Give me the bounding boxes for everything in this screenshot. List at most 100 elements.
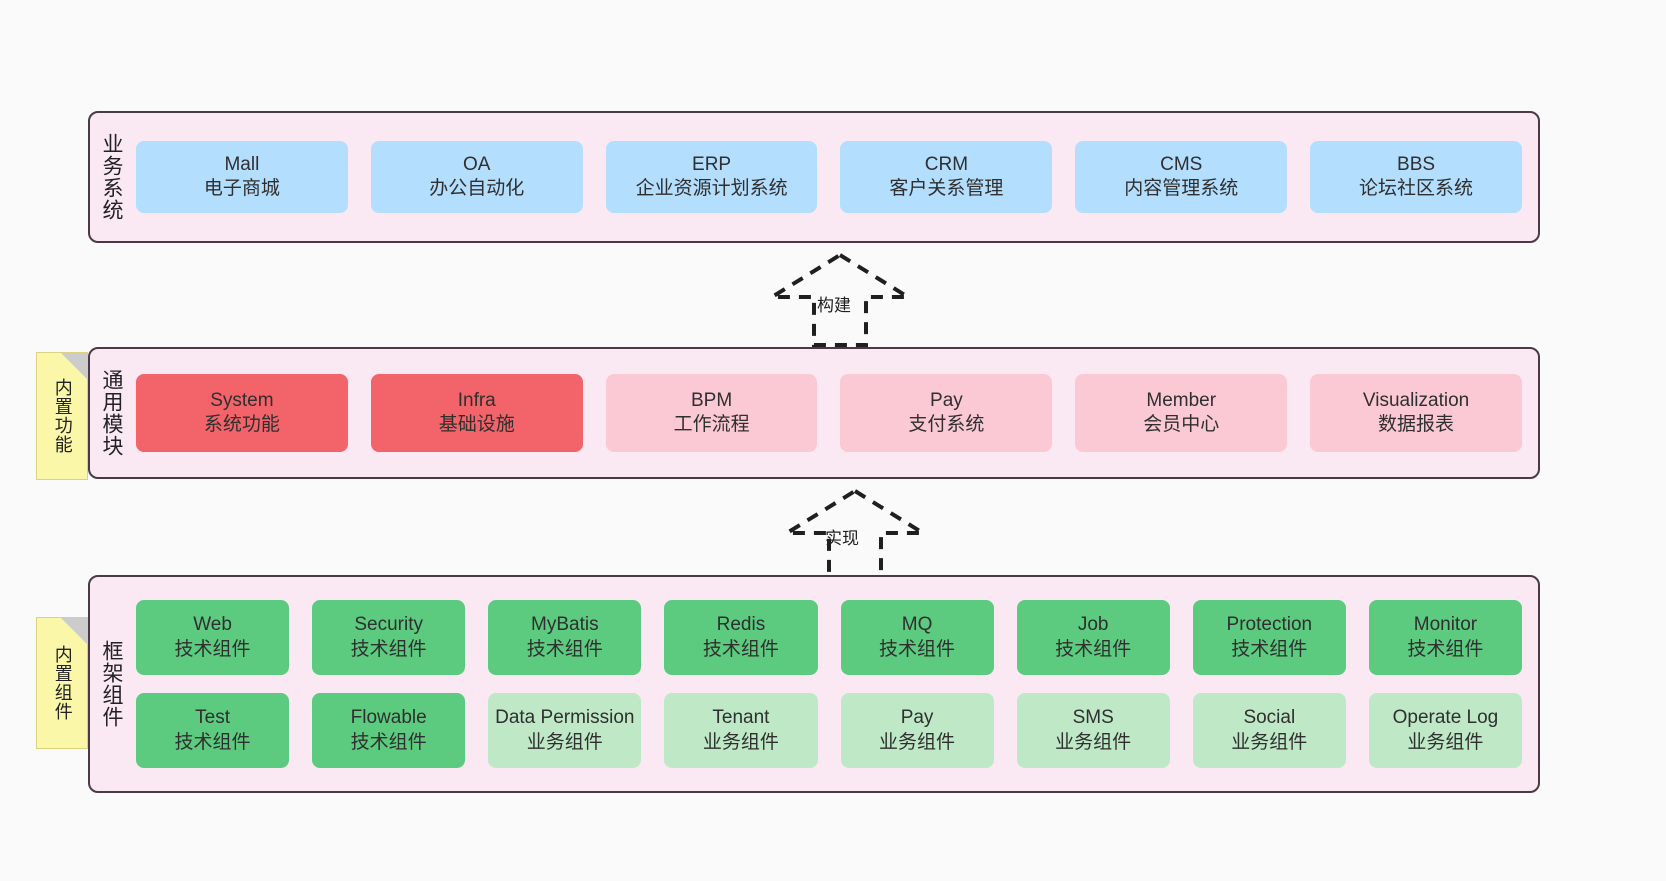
- card-web-sub: 技术组件: [174, 638, 251, 660]
- card-pay-module-sub: 支付系统: [908, 414, 985, 435]
- card-pay-component-title: Pay: [900, 707, 934, 729]
- card-system-title: System: [210, 389, 274, 411]
- card-visualization[interactable]: Visualization 数据报表: [1310, 374, 1522, 452]
- card-operate-log-sub: 业务组件: [1407, 731, 1484, 753]
- card-operate-log[interactable]: Operate Log 业务组件: [1368, 693, 1522, 768]
- business-card-row: Mall 电子商城 OA 办公自动化 ERP 企业资源计划系统 CRM 客户关系…: [136, 141, 1522, 213]
- card-test-sub: 技术组件: [174, 731, 251, 753]
- card-erp-title: ERP: [692, 153, 732, 175]
- card-bpm-title: BPM: [690, 389, 733, 411]
- card-mybatis[interactable]: MyBatis 技术组件: [488, 600, 642, 675]
- generalization-arrow-outline: [764, 252, 916, 347]
- card-security-sub: 技术组件: [350, 638, 427, 660]
- note-builtin-functions: 内置功能: [36, 352, 88, 480]
- card-member-title: Member: [1146, 389, 1217, 411]
- card-social-sub: 业务组件: [1231, 731, 1308, 753]
- card-infra-sub: 基础设施: [438, 414, 515, 435]
- card-social-title: Social: [1243, 707, 1296, 729]
- card-cms-sub: 内容管理系统: [1124, 178, 1239, 199]
- layer-framework-title: 框架组件: [99, 640, 123, 728]
- note-fold-corner-icon: [61, 353, 87, 379]
- card-tenant[interactable]: Tenant 业务组件: [664, 693, 818, 768]
- card-bbs-title: BBS: [1397, 153, 1436, 175]
- card-cms-title: CMS: [1160, 153, 1203, 175]
- card-tenant-sub: 业务组件: [702, 731, 779, 753]
- card-data-permission[interactable]: Data Permission 业务组件: [488, 693, 642, 768]
- note-fold-corner-icon: [61, 618, 87, 644]
- card-sms-sub: 业务组件: [1055, 731, 1132, 753]
- card-visualization-title: Visualization: [1362, 389, 1470, 411]
- card-erp-sub: 企业资源计划系统: [635, 178, 788, 199]
- card-system[interactable]: System 系统功能: [136, 374, 348, 452]
- framework-card-row-1: Web 技术组件 Security 技术组件 MyBatis 技术组件 Redi…: [136, 600, 1522, 675]
- card-infra[interactable]: Infra 基础设施: [370, 374, 583, 452]
- card-security[interactable]: Security 技术组件: [312, 600, 466, 675]
- card-mall-sub: 电子商城: [203, 178, 280, 199]
- card-mall[interactable]: Mall 电子商城: [136, 141, 348, 213]
- card-test-title: Test: [195, 707, 230, 729]
- card-test[interactable]: Test 技术组件: [136, 693, 290, 768]
- note-builtin-functions-label: 内置功能: [52, 378, 73, 454]
- card-cms[interactable]: CMS 内容管理系统: [1075, 141, 1288, 213]
- card-infra-title: Infra: [457, 389, 496, 411]
- card-social[interactable]: Social 业务组件: [1192, 693, 1346, 768]
- card-protection-sub: 技术组件: [1231, 638, 1308, 660]
- card-protection-title: Protection: [1226, 614, 1313, 636]
- card-web[interactable]: Web 技术组件: [136, 600, 290, 675]
- card-flowable[interactable]: Flowable 技术组件: [312, 693, 466, 768]
- card-operate-log-title: Operate Log: [1392, 707, 1499, 729]
- framework-card-row-2: Test 技术组件 Flowable 技术组件 Data Permission …: [136, 693, 1522, 768]
- card-oa-title: OA: [463, 153, 491, 175]
- note-builtin-components-label: 内置组件: [52, 645, 73, 721]
- card-monitor-sub: 技术组件: [1407, 638, 1484, 660]
- layer-business-systems: 业务系统 Mall 电子商城 OA 办公自动化 ERP 企业资源计划系统 CRM: [88, 111, 1540, 243]
- card-redis[interactable]: Redis 技术组件: [664, 600, 818, 675]
- layer-business-title: 业务系统: [99, 133, 123, 221]
- card-sms[interactable]: SMS 业务组件: [1016, 693, 1170, 768]
- card-bbs-sub: 论坛社区系统: [1359, 178, 1474, 199]
- card-mq[interactable]: MQ 技术组件: [840, 600, 994, 675]
- card-erp[interactable]: ERP 企业资源计划系统: [605, 141, 818, 213]
- card-data-permission-sub: 业务组件: [526, 731, 603, 753]
- card-mq-title: MQ: [901, 614, 933, 636]
- card-system-sub: 系统功能: [203, 414, 280, 435]
- card-bpm[interactable]: BPM 工作流程: [605, 374, 818, 452]
- card-pay-component-sub: 业务组件: [879, 731, 956, 753]
- layer-framework-components: 框架组件 Web 技术组件 Security 技术组件 MyBatis 技术组件…: [88, 575, 1540, 793]
- card-sms-title: SMS: [1072, 707, 1114, 729]
- note-builtin-components: 内置组件: [36, 617, 88, 749]
- card-flowable-sub: 技术组件: [350, 731, 427, 753]
- card-monitor[interactable]: Monitor 技术组件: [1368, 600, 1522, 675]
- card-pay-module-title: Pay: [930, 389, 963, 411]
- connector-build-label: 构建: [817, 296, 851, 315]
- modules-card-row: System 系统功能 Infra 基础设施 BPM 工作流程 Pay 支付系统…: [136, 374, 1522, 452]
- card-job-title: Job: [1077, 614, 1109, 636]
- card-security-title: Security: [354, 614, 423, 636]
- card-job[interactable]: Job 技术组件: [1016, 600, 1170, 675]
- layer-modules-title: 通用模块: [99, 369, 123, 457]
- card-member-sub: 会员中心: [1143, 414, 1220, 435]
- card-mybatis-title: MyBatis: [531, 614, 599, 636]
- card-mybatis-sub: 技术组件: [526, 638, 603, 660]
- card-crm-sub: 客户关系管理: [889, 178, 1004, 199]
- card-monitor-title: Monitor: [1413, 614, 1478, 636]
- card-tenant-title: Tenant: [712, 707, 770, 729]
- card-pay-module[interactable]: Pay 支付系统: [840, 374, 1053, 452]
- card-crm[interactable]: CRM 客户关系管理: [840, 141, 1053, 213]
- card-member[interactable]: Member 会员中心: [1075, 374, 1288, 452]
- card-job-sub: 技术组件: [1055, 638, 1132, 660]
- card-redis-sub: 技术组件: [702, 638, 779, 660]
- card-flowable-title: Flowable: [350, 707, 427, 729]
- card-protection[interactable]: Protection 技术组件: [1192, 600, 1346, 675]
- layer-business-body: Mall 电子商城 OA 办公自动化 ERP 企业资源计划系统 CRM 客户关系…: [132, 113, 1538, 241]
- layer-common-modules: 通用模块 System 系统功能 Infra 基础设施 BPM 工作流程 Pay: [88, 347, 1540, 479]
- card-mall-title: Mall: [224, 153, 260, 175]
- layer-framework-body: Web 技术组件 Security 技术组件 MyBatis 技术组件 Redi…: [132, 577, 1538, 791]
- card-mq-sub: 技术组件: [879, 638, 956, 660]
- card-pay-component[interactable]: Pay 业务组件: [840, 693, 994, 768]
- card-bbs[interactable]: BBS 论坛社区系统: [1310, 141, 1522, 213]
- card-redis-title: Redis: [716, 614, 766, 636]
- card-oa[interactable]: OA 办公自动化: [370, 141, 583, 213]
- card-oa-sub: 办公自动化: [429, 178, 525, 199]
- card-bpm-sub: 工作流程: [673, 414, 750, 435]
